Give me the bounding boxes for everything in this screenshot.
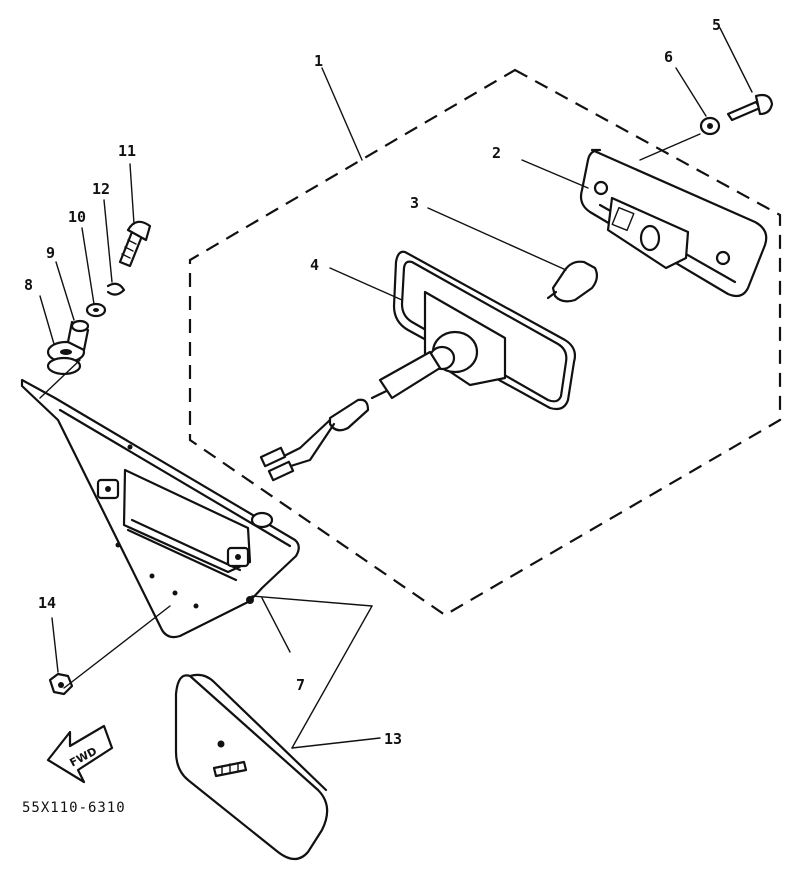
part-9-collar [66, 319, 90, 352]
callout-11: 11 [118, 142, 136, 160]
callout-13: 13 [384, 730, 402, 748]
part-11-bolt [118, 220, 152, 268]
callout-2: 2 [492, 144, 501, 162]
callout-10: 10 [68, 208, 86, 226]
part-6-washer [699, 116, 721, 136]
part-7-bracket [20, 378, 300, 639]
part-14-nut [48, 672, 74, 696]
part-2-lamp-base [579, 148, 768, 298]
part-3-bulb [546, 260, 599, 303]
leader-lines [39, 27, 753, 749]
part-12-spring-washer [106, 282, 126, 296]
callout-labels: 1 2 3 4 5 6 7 8 9 10 12 11 13 14 [24, 16, 721, 748]
part-code-label: 55X110-6310 [22, 800, 126, 816]
callout-12: 12 [92, 180, 110, 198]
part-4-lamp-housing [259, 250, 577, 482]
callout-1: 1 [314, 52, 323, 70]
callout-4: 4 [310, 256, 319, 274]
part-8-grommet [46, 340, 86, 376]
part-5-screw [726, 93, 774, 122]
part-10-washer [85, 302, 107, 318]
callout-9: 9 [46, 244, 55, 262]
fwd-arrow-icon: FWD [46, 724, 114, 784]
callout-7: 7 [296, 676, 305, 694]
part-13-reflector [174, 673, 329, 861]
assembly-boundary [188, 68, 782, 617]
callout-5: 5 [712, 16, 721, 34]
callout-6: 6 [664, 48, 673, 66]
callout-8: 8 [24, 276, 33, 294]
callout-3: 3 [410, 194, 419, 212]
callout-14: 14 [38, 594, 56, 612]
